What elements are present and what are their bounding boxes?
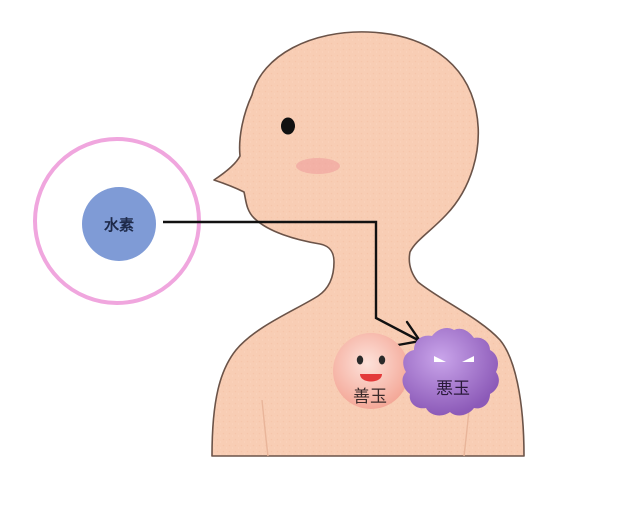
good-radical-icon: [333, 333, 409, 409]
bad-radical-label: 悪玉: [436, 379, 470, 399]
hydrogen-atom-icon: [82, 187, 156, 261]
arrow-line: [163, 220, 419, 342]
good-radical-label: 善玉: [353, 387, 387, 407]
hydrogen-label: 水素: [104, 216, 134, 234]
torso-contour-left: [261, 399, 269, 457]
cheek-blush: [296, 158, 340, 174]
eye: [281, 117, 295, 135]
bad-radical-icon: [402, 328, 499, 416]
